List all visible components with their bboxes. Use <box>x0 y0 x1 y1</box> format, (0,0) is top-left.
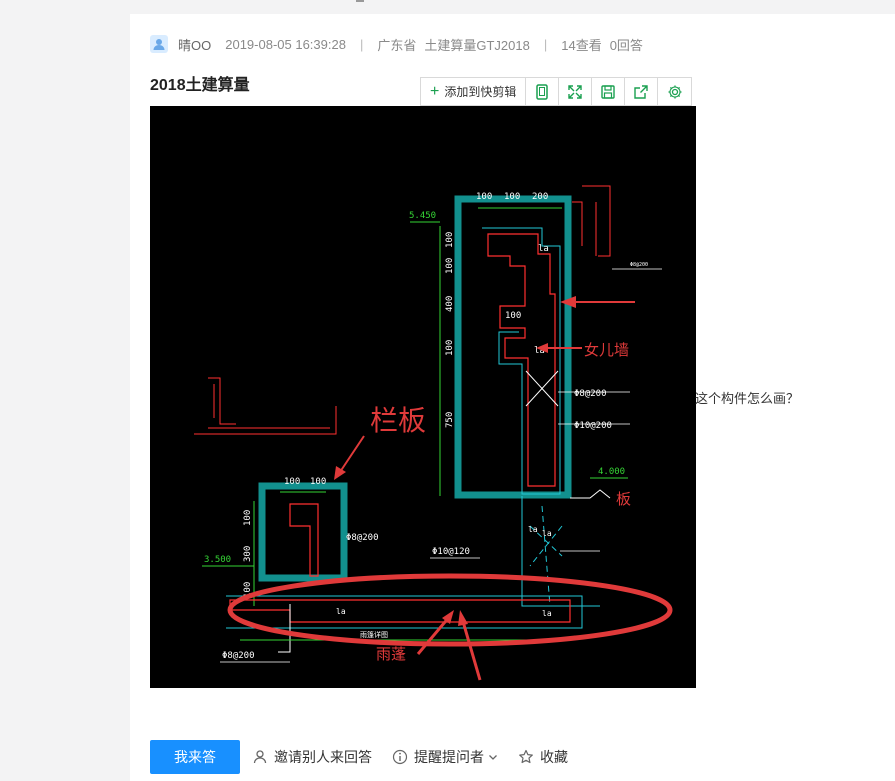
dim-label: 400 <box>445 296 455 312</box>
la-label: la <box>534 346 545 356</box>
software: 土建算量GTJ2018 <box>424 37 530 53</box>
collect-button[interactable]: 收藏 <box>518 747 568 767</box>
save-button[interactable] <box>592 78 626 105</box>
view-count: 14查看 <box>561 37 602 53</box>
answer-count: 0回答 <box>609 37 643 53</box>
la-label: la <box>336 607 346 616</box>
la-label: la <box>542 609 552 618</box>
invite-label: 邀请别人来回答 <box>274 749 372 765</box>
top-mark <box>356 0 364 2</box>
info-icon <box>392 749 408 765</box>
section-caption: 雨篷详图 <box>360 630 388 639</box>
divider: | <box>543 36 548 52</box>
dim-label: 100 <box>445 258 455 274</box>
inner-dim-label: 100 <box>505 311 521 321</box>
collect-label: 收藏 <box>540 749 568 765</box>
la-label: la <box>542 529 552 538</box>
answer-button[interactable]: 我来答 <box>150 740 240 774</box>
star-icon <box>519 749 533 764</box>
dim-label: 100 <box>243 582 253 598</box>
slab-annotation: 板 <box>616 490 631 508</box>
elevation-label: 3.500 <box>204 555 231 565</box>
cad-drawing-image[interactable]: 100 100 200 100 100 400 100 750 5.450 la… <box>150 106 696 688</box>
fullscreen-button[interactable] <box>559 78 593 105</box>
expand-icon <box>568 84 583 99</box>
dim-label: 200 <box>532 192 548 202</box>
dim-label: 100 <box>445 232 455 248</box>
dim-label: 300 <box>243 546 253 562</box>
remind-label: 提醒提问者 <box>414 749 484 765</box>
remind-button[interactable]: 提醒提问者 <box>392 747 498 767</box>
image-toolbar: + 添加到快剪辑 <box>420 77 693 106</box>
phone-icon <box>536 83 549 100</box>
cad-drawing-canvas: 100 100 200 100 100 400 100 750 5.450 la… <box>194 185 673 681</box>
railing-annotation: 栏板 <box>370 404 426 437</box>
railing-frame <box>258 482 348 582</box>
la-label: la <box>538 244 549 254</box>
top-strip <box>0 0 895 14</box>
canopy-highlight-ellipse <box>227 573 673 647</box>
save-icon <box>601 84 616 99</box>
add-to-clip-label: 添加到快剪辑 <box>444 85 517 99</box>
dim-label: 100 <box>310 477 326 487</box>
canopy-annotation: 雨蓬 <box>376 645 406 663</box>
chevron-down-icon <box>489 755 497 760</box>
share-icon <box>634 84 649 99</box>
rebar-label: Φ10@120 <box>432 547 470 557</box>
divider: | <box>359 36 364 52</box>
invite-button[interactable]: 邀请别人来回答 <box>252 747 372 767</box>
province: 广东省 <box>377 37 417 53</box>
elevation-label: 4.000 <box>598 467 625 477</box>
question-card: 晴OO 2019-08-05 16:39:28 | 广东省 土建算量GTJ201… <box>130 14 895 781</box>
question-text: 这个构件怎么画？ <box>695 391 800 406</box>
dim-label: 100 <box>476 192 492 202</box>
la-label: la <box>528 525 538 534</box>
rebar-label: Φ8@200 <box>222 651 255 661</box>
avatar[interactable] <box>150 35 168 53</box>
user-avatar-icon <box>153 39 165 50</box>
add-to-clip-button[interactable]: + 添加到快剪辑 <box>421 78 527 105</box>
user-icon <box>253 750 267 764</box>
dim-label: 100 <box>243 510 253 526</box>
elevation-label: 5.450 <box>409 211 436 221</box>
question-meta: 晴OO 2019-08-05 16:39:28 | 广东省 土建算量GTJ201… <box>150 34 643 54</box>
phone-view-button[interactable] <box>526 78 560 105</box>
share-button[interactable] <box>625 78 659 105</box>
user-name[interactable]: 晴OO <box>178 37 212 53</box>
dim-label: 100 <box>504 192 520 202</box>
action-bar: 我来答 邀请别人来回答 提醒提问者 收藏 <box>150 740 588 774</box>
rebar-label: Φ10@200 <box>574 421 612 431</box>
question-title: 2018土建算量 <box>150 77 250 94</box>
plus-icon: + <box>430 82 440 100</box>
dim-label: 100 <box>284 477 300 487</box>
rebar-label: Φ8@200 <box>574 389 607 399</box>
detail-mark: Φ8@200 <box>630 262 648 268</box>
rebar-label: Φ8@200 <box>346 533 379 543</box>
dim-label: 100 <box>445 340 455 356</box>
settings-button[interactable] <box>658 78 691 105</box>
post-datetime: 2019-08-05 16:39:28 <box>225 36 346 52</box>
dim-label: 750 <box>445 412 455 428</box>
gear-icon <box>668 85 682 98</box>
parapet-annotation: 女儿墙 <box>584 341 629 359</box>
